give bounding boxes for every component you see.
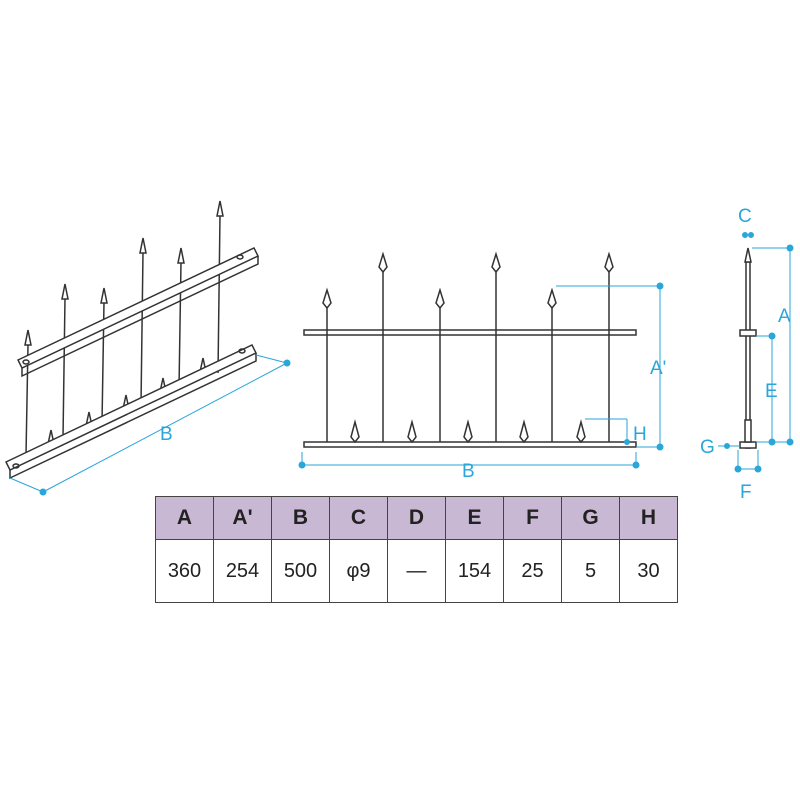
perspective-rails: [4, 247, 260, 480]
header-cell: A': [213, 496, 272, 540]
value-cell: 500: [271, 539, 330, 603]
header-cell: F: [503, 496, 562, 540]
value-cell: 254: [213, 539, 272, 603]
value-cell: φ9: [329, 539, 388, 603]
front-B-label: B: [462, 461, 475, 482]
header-cell: A: [155, 496, 214, 540]
value-cell: 30: [619, 539, 678, 603]
table-row: 360 254 500 φ9 — 154 25 5 30: [155, 539, 678, 603]
side-view: [718, 232, 794, 473]
side-F-label: F: [740, 482, 752, 503]
side-dimensions: [718, 232, 794, 473]
side-G-label: G: [700, 437, 715, 458]
perspective-B-label: B: [160, 424, 173, 445]
header-cell: G: [561, 496, 620, 540]
front-spikes: [322, 251, 614, 444]
front-Aprime-label: A': [650, 358, 666, 379]
side-E-label: E: [765, 381, 778, 402]
value-cell: 360: [155, 539, 214, 603]
side-C-label: C: [738, 206, 752, 227]
header-cell: H: [619, 496, 678, 540]
table-header-row: A A' B C D E F G H: [155, 496, 678, 540]
header-cell: C: [329, 496, 388, 540]
value-cell: —: [387, 539, 446, 603]
side-A-label: A: [778, 306, 791, 327]
dimension-table: A A' B C D E F G H 360 254 500 φ9 — 154 …: [155, 496, 678, 603]
value-cell: 154: [445, 539, 504, 603]
value-cell: 5: [561, 539, 620, 603]
front-H-label: H: [633, 424, 647, 445]
front-view: [298, 251, 664, 469]
header-cell: B: [271, 496, 330, 540]
front-dimensions: [298, 282, 664, 469]
value-cell: 25: [503, 539, 562, 603]
header-cell: D: [387, 496, 446, 540]
front-rails: [303, 329, 637, 448]
perspective-view: [4, 200, 291, 496]
header-cell: E: [445, 496, 504, 540]
perspective-dimension-B: [9, 354, 291, 496]
